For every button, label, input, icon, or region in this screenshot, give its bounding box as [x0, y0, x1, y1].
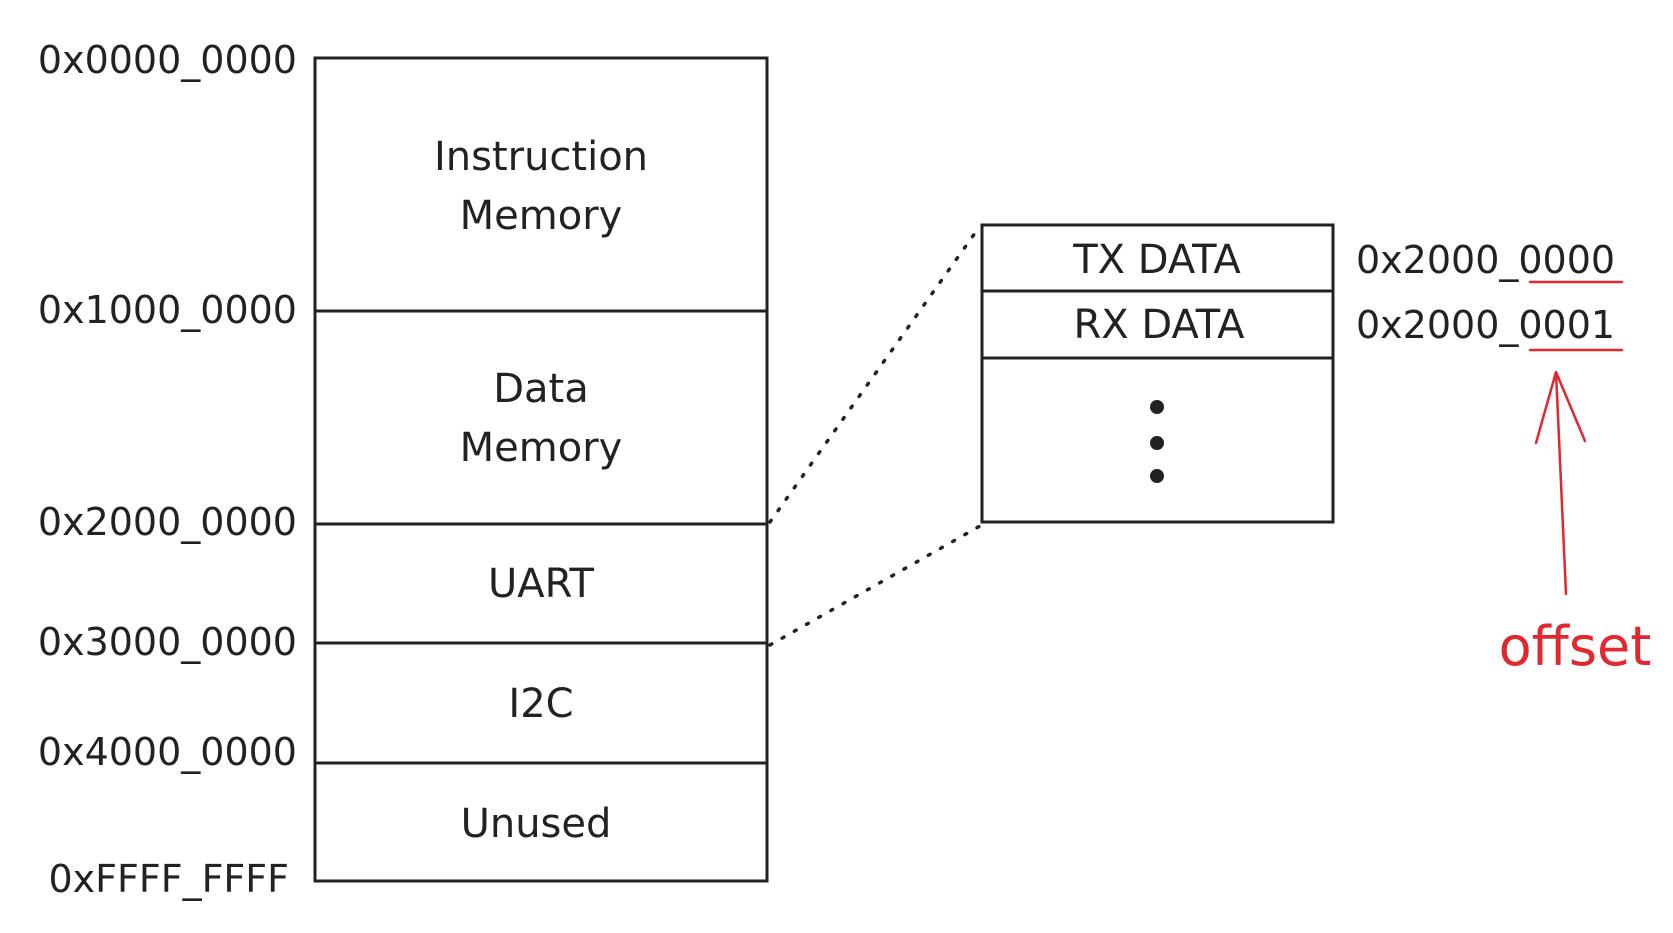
address-label: 0x1000_0000	[38, 288, 297, 332]
address-labels: 0x0000_0000 0x1000_0000 0x2000_0000 0x30…	[38, 38, 297, 901]
region-instruction-memory-line1: Instruction	[434, 134, 648, 180]
address-label: 0x0000_0000	[38, 38, 297, 82]
uart-detail-box	[980, 223, 1335, 524]
zoom-line-bottom	[768, 524, 982, 647]
memory-map-box	[313, 56, 769, 883]
region-labels: Instruction Memory Data Memory UART I2C …	[434, 134, 648, 847]
address-label: 0xFFFF_FFFF	[48, 857, 289, 901]
ellipsis-icon	[1150, 400, 1164, 483]
address-offset: 0000	[1518, 238, 1615, 282]
uart-address-rx: 0x2000_0001	[1356, 303, 1615, 347]
uart-address-tx: 0x2000_0000	[1356, 238, 1615, 282]
offset-annotation	[1528, 280, 1624, 596]
address-label: 0x2000_0000	[38, 500, 297, 544]
offset-arrow-icon	[1534, 370, 1587, 596]
region-instruction-memory-line2: Memory	[460, 193, 623, 239]
uart-row-rx-data: RX DATA	[1074, 302, 1246, 348]
zoom-line-top	[768, 224, 982, 524]
memory-map-outline	[313, 56, 769, 883]
region-uart: UART	[488, 561, 595, 607]
address-label: 0x3000_0000	[38, 620, 297, 664]
offset-label: offset	[1499, 615, 1652, 678]
region-data-memory-line1: Data	[493, 366, 589, 412]
region-unused: Unused	[461, 801, 612, 847]
region-i2c: I2C	[508, 681, 573, 727]
zoom-lines	[768, 224, 982, 647]
uart-rows: TX DATA RX DATA	[1072, 237, 1245, 348]
uart-addresses: 0x2000_0000 0x2000_0001	[1356, 238, 1615, 347]
region-data-memory-line2: Memory	[460, 425, 623, 471]
address-offset: 0001	[1518, 303, 1615, 347]
uart-detail-outline	[980, 223, 1335, 524]
address-prefix: 0x2000_	[1356, 303, 1519, 347]
uart-row-tx-data: TX DATA	[1072, 237, 1241, 283]
address-prefix: 0x2000_	[1356, 238, 1519, 282]
address-label: 0x4000_0000	[38, 730, 297, 774]
